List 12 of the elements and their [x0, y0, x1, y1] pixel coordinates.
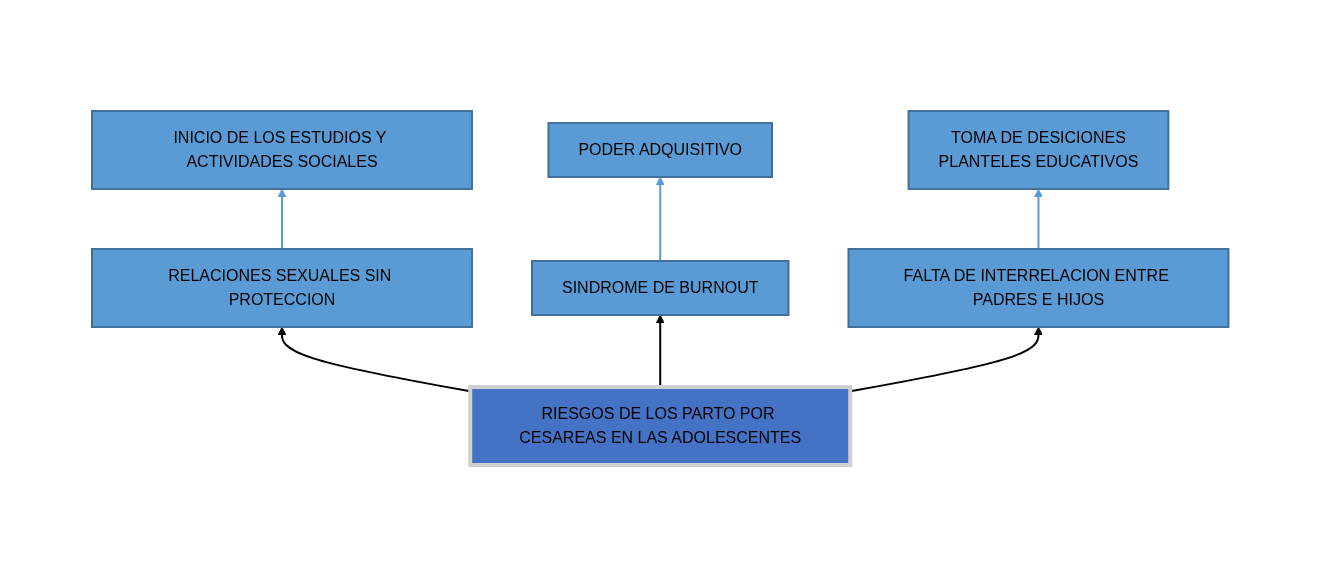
arrow — [277, 188, 287, 250]
node-box: SINDROME DE BURNOUT — [531, 260, 790, 316]
arrow — [656, 314, 665, 388]
node-box: FALTA DE INTERRELACION ENTRE PADRES E HIJOS — [847, 248, 1230, 328]
node-box: TOMA DE DESICIONES PLANTELES EDUCATIVOS — [907, 110, 1170, 190]
node-box: INICIO DE LOS ESTUDIOS Y ACTIVIDADES SOCIALES — [91, 110, 474, 190]
arrow — [1034, 188, 1044, 250]
node-box: PODER ADQUISITIVO — [547, 122, 774, 178]
arrow — [849, 326, 1044, 393]
node-box: RELACIONES SEXUALES SIN PROTECCION — [91, 248, 474, 328]
node-box: RIESGOS DE LOS PARTO POR CESAREAS EN LAS ADOLESCENTES — [468, 385, 853, 467]
arrow — [656, 176, 665, 262]
